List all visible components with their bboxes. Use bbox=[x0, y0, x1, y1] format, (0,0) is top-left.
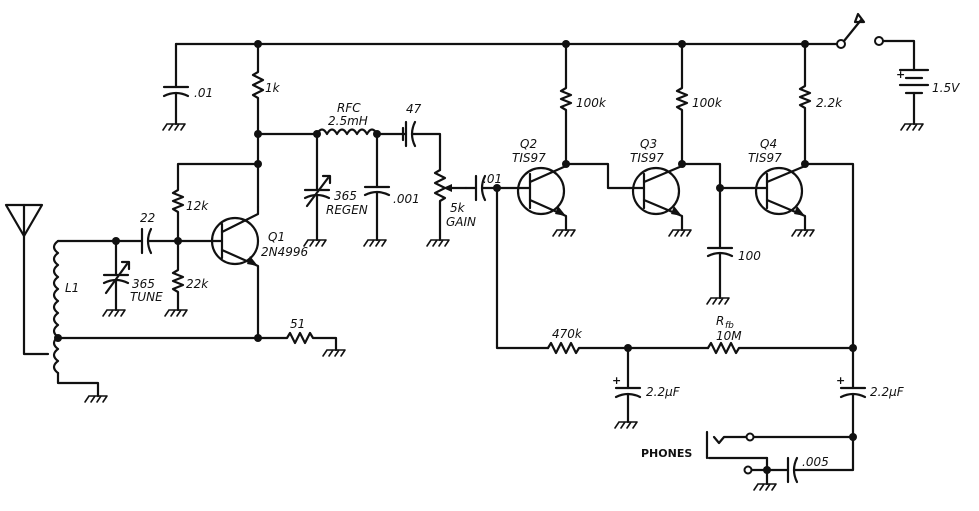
capacitor-coupling-label: .01 bbox=[483, 172, 502, 186]
power-switch[interactable] bbox=[836, 12, 884, 49]
resistor-rfb: R fb 10M bbox=[706, 314, 855, 355]
resistor-51-label: 51 bbox=[290, 317, 305, 331]
capacitor-100: 100 bbox=[706, 186, 761, 305]
q3-part-label: TIS97 bbox=[630, 151, 664, 165]
resistor-470k: 470k bbox=[546, 327, 710, 355]
capacitor-22: 22 bbox=[56, 211, 180, 255]
transistor-q1: Q1 2N4996 bbox=[176, 205, 309, 340]
wire-q4-output bbox=[803, 162, 855, 350]
capacitor-2u2-right-label: 2.2µF bbox=[870, 385, 905, 399]
capacitor-top-left-label: .01 bbox=[194, 86, 213, 100]
transistor-q2: Q2 TIS97 bbox=[512, 137, 576, 237]
battery-plus-mark: + bbox=[896, 68, 905, 81]
phones-jack[interactable]: PHONES bbox=[641, 430, 855, 491]
q4-part-label: TIS97 bbox=[748, 151, 782, 165]
q2-name-label: Q2 bbox=[520, 137, 537, 151]
potentiometer-gain[interactable]: 5k GAIN bbox=[426, 168, 476, 247]
rfb-value-label: 10M bbox=[716, 329, 742, 343]
c2u2-right-plus: + bbox=[836, 374, 845, 387]
q1-name-label: Q1 bbox=[268, 230, 285, 244]
capacitor-tune-value: 365 bbox=[132, 277, 155, 291]
capacitor-tune[interactable]: 365 TUNE bbox=[102, 239, 163, 317]
rfc-choke: RFC 2.5mH bbox=[315, 101, 405, 136]
junction-dots bbox=[54, 40, 857, 474]
pot-value-label: 5k bbox=[450, 201, 466, 215]
wire-q3-q4 bbox=[680, 162, 754, 190]
capacitor-coupling-q2: .01 bbox=[464, 172, 520, 202]
battery-label: 1.5V bbox=[932, 81, 960, 95]
capacitor-regen: 365 REGEN bbox=[303, 132, 368, 247]
capacitor-2u2-left: + 2.2µF bbox=[612, 346, 681, 429]
capacitor-regen-value: 365 bbox=[334, 189, 357, 203]
capacitor-2u2-right: + 2.2µF bbox=[836, 346, 905, 470]
resistor-22k: 22k bbox=[164, 239, 209, 317]
antenna bbox=[4, 203, 50, 356]
resistor-1k: 1k bbox=[251, 42, 281, 136]
resistor-100k-b-label: 100k bbox=[692, 96, 723, 110]
resistor-1k-label: 1k bbox=[265, 81, 281, 95]
wire-q2-q3 bbox=[564, 162, 632, 190]
resistor-12k: 12k bbox=[171, 162, 260, 243]
resistor-2k2: 2.2k bbox=[798, 42, 843, 166]
coil-l1: L1 bbox=[52, 239, 260, 403]
coil-l1-label: L1 bbox=[65, 281, 79, 295]
capacitor-top-left: .01 bbox=[162, 42, 213, 131]
resistor-100k-a: 100k bbox=[559, 42, 607, 166]
resistor-470k-label: 470k bbox=[552, 327, 583, 341]
capacitor-001-label: .001 bbox=[393, 192, 420, 206]
capacitor-001: .001 bbox=[363, 132, 420, 247]
rfb-name-label: R bbox=[716, 314, 724, 328]
capacitor-22-label: 22 bbox=[140, 211, 155, 225]
capacitor-100-label: 100 bbox=[738, 249, 761, 263]
transistor-q4: Q4 TIS97 bbox=[748, 137, 815, 237]
q3-name-label: Q3 bbox=[640, 137, 657, 151]
capacitor-2u2-left-label: 2.2µF bbox=[646, 385, 681, 399]
resistor-22k-label: 22k bbox=[186, 277, 209, 291]
wire-feedback-left bbox=[495, 186, 550, 350]
capacitor-47: 47 bbox=[401, 102, 442, 172]
pot-name-label: GAIN bbox=[446, 215, 476, 229]
capacitor-005: .005 bbox=[786, 455, 855, 484]
capacitor-regen-name: REGEN bbox=[326, 203, 368, 217]
q1-part-label: 2N4996 bbox=[261, 245, 309, 259]
resistor-100k-a-label: 100k bbox=[576, 96, 607, 110]
capacitor-47-label: 47 bbox=[406, 102, 422, 116]
capacitor-tune-name: TUNE bbox=[130, 290, 163, 304]
rfc-name-label: RFC bbox=[337, 101, 361, 115]
phones-label: PHONES bbox=[641, 447, 692, 460]
resistor-100k-b: 100k bbox=[675, 42, 723, 166]
rfc-value-label: 2.5mH bbox=[328, 114, 368, 128]
c2u2-left-plus: + bbox=[612, 374, 621, 387]
battery: + 1.5V bbox=[896, 68, 960, 131]
resistor-2k2-label: 2.2k bbox=[816, 96, 843, 110]
rfb-sub-label: fb bbox=[725, 321, 734, 331]
resistor-51: 51 bbox=[256, 317, 346, 357]
resistor-12k-label: 12k bbox=[186, 199, 209, 213]
q4-name-label: Q4 bbox=[760, 137, 777, 151]
q2-part-label: TIS97 bbox=[512, 151, 546, 165]
capacitor-005-label: .005 bbox=[802, 455, 829, 469]
top-rail bbox=[174, 39, 916, 72]
